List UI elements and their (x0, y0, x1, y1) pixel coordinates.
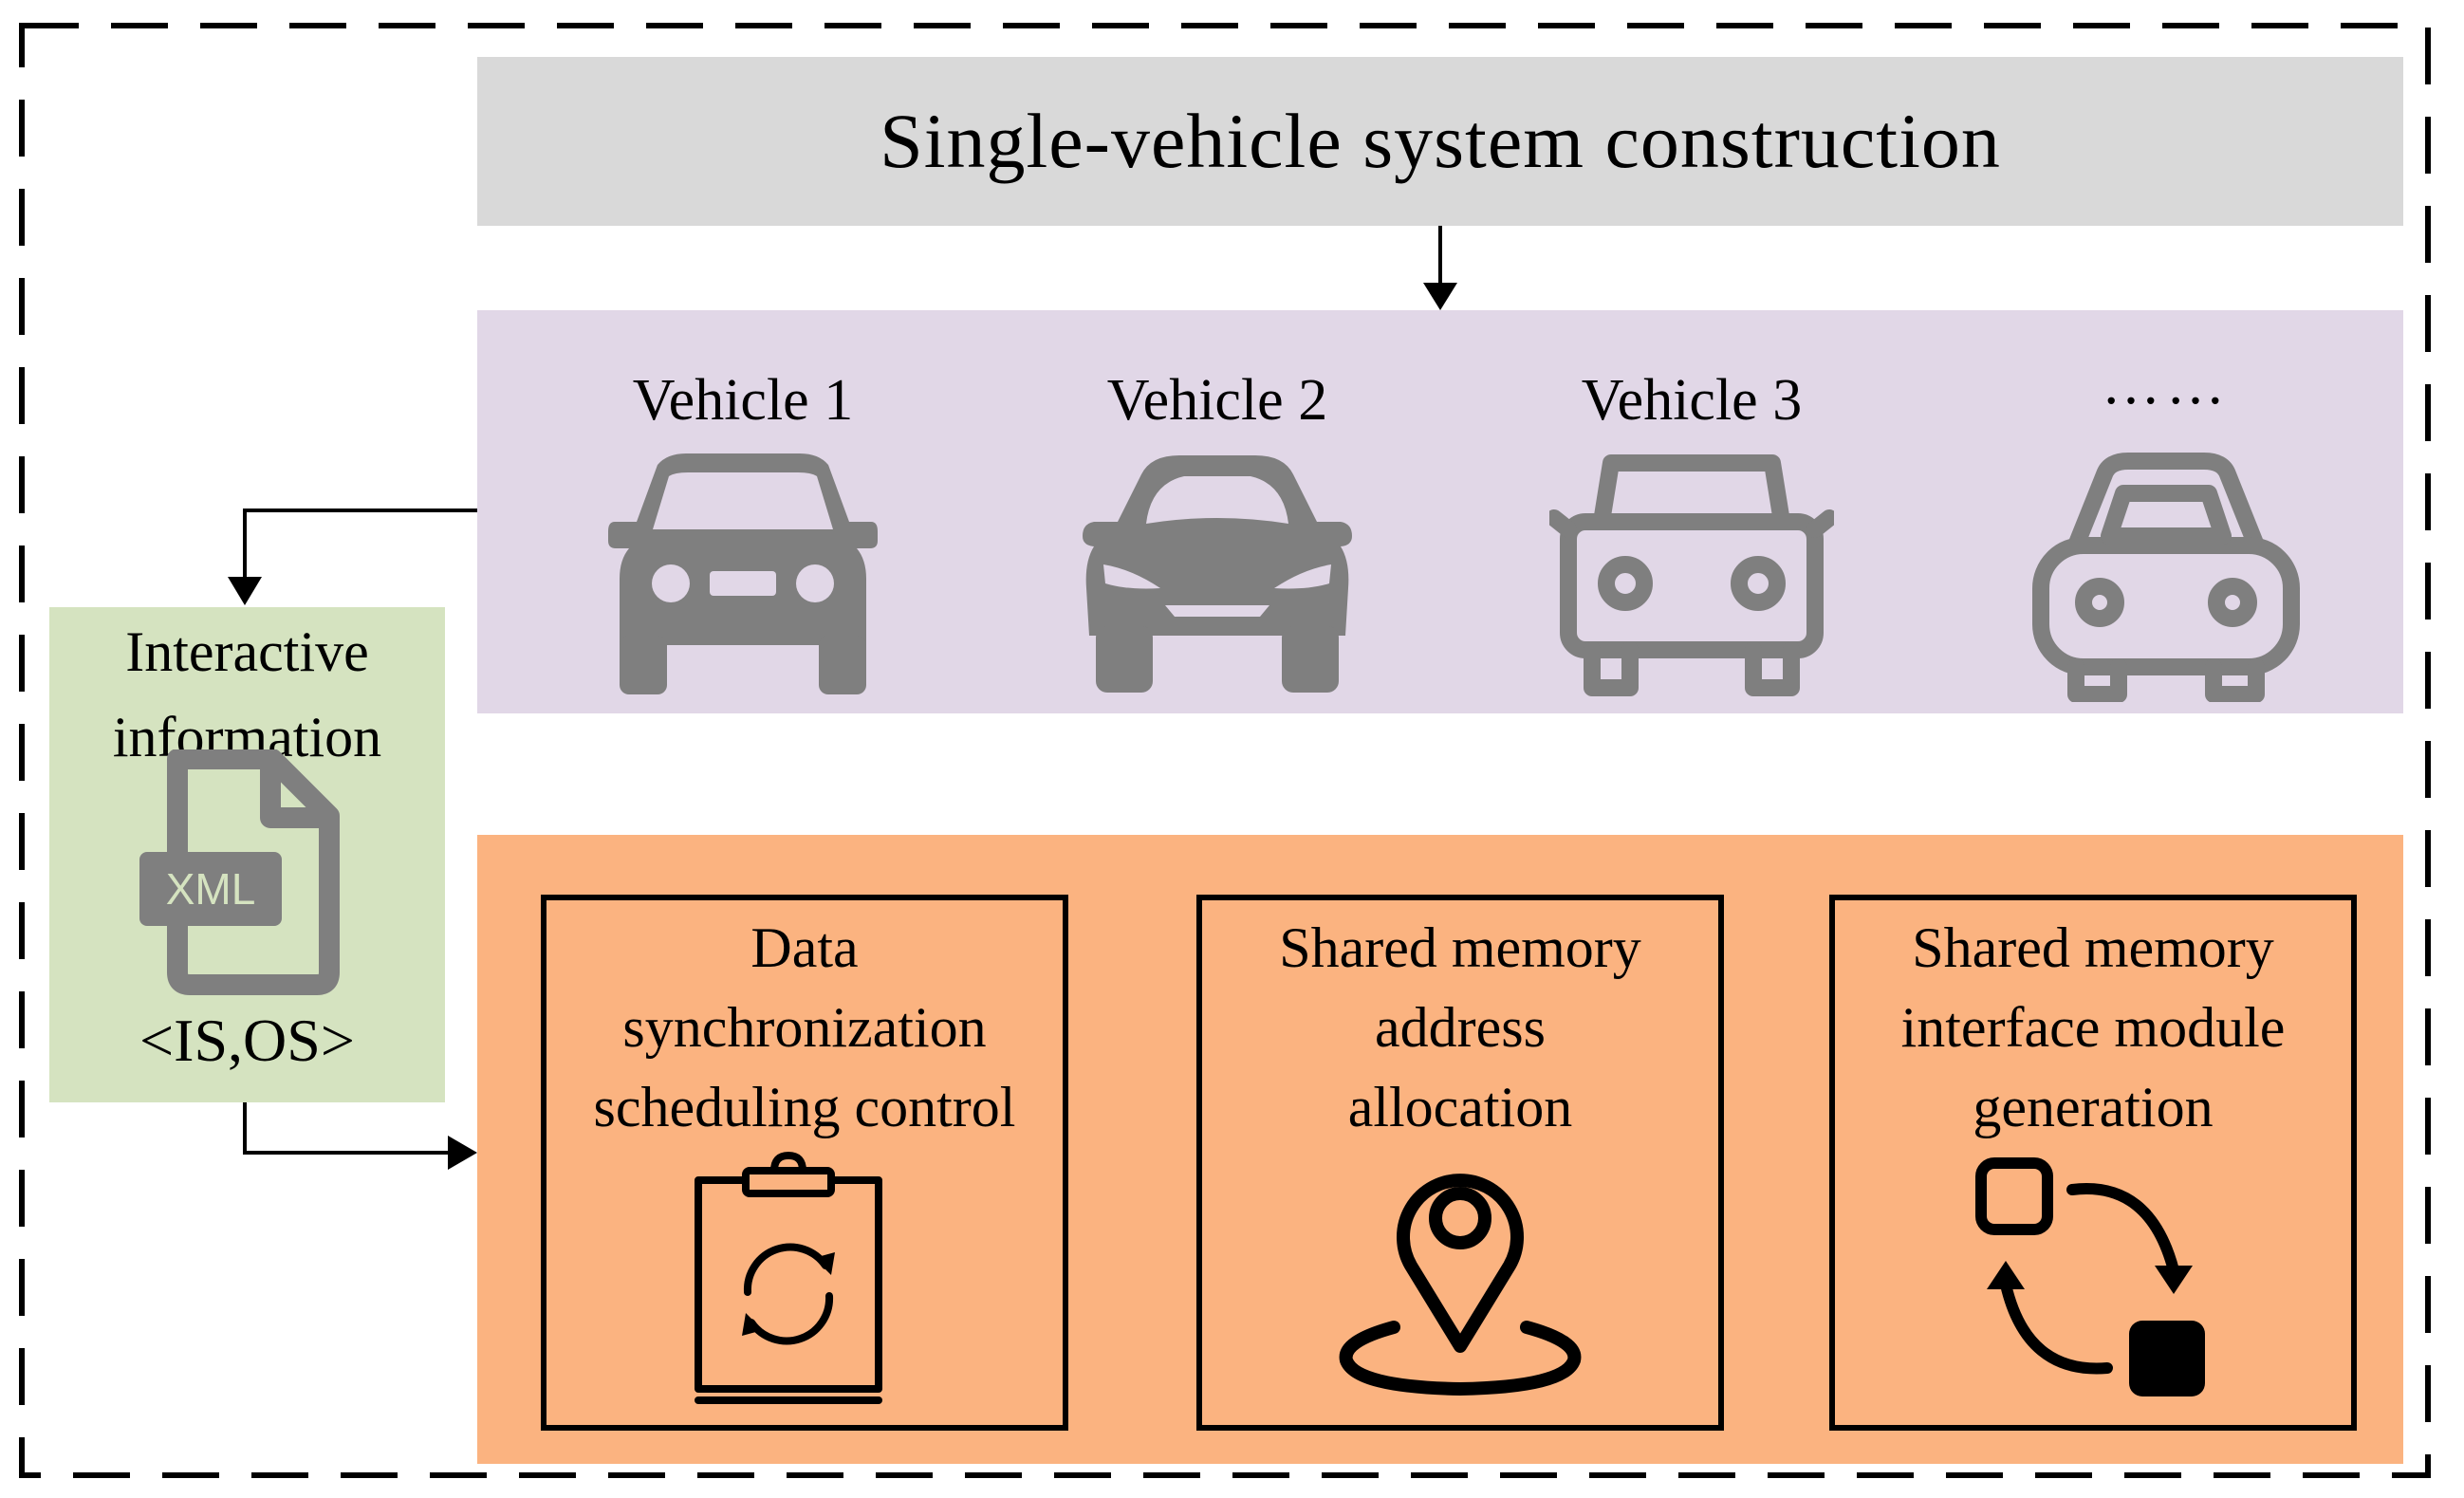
function-title-line: allocation (1347, 1076, 1573, 1138)
vehicle-label-2: Vehicle 2 (1106, 368, 1328, 433)
interactive-information-box: Interactive information XML <IS,OS> (49, 607, 445, 1102)
header-bar: Single-vehicle system construction (477, 57, 2403, 226)
vehicle-label-more: …… (2102, 352, 2231, 416)
arrow-interactive-to-functions (243, 1102, 451, 1155)
dashed-outer-frame (19, 23, 2431, 1478)
vehicle-label-3: Vehicle 3 (1581, 368, 1803, 433)
function-title-line: scheduling control (593, 1076, 1016, 1138)
xml-badge-text: XML (166, 864, 256, 914)
location-pin-icon (1339, 1174, 1582, 1396)
function-title: Data synchronization scheduling control (547, 908, 1063, 1147)
header-title: Single-vehicle system construction (880, 98, 2001, 184)
function-title: Shared memory address allocation (1202, 908, 1718, 1147)
function-title-line: address (1375, 996, 1546, 1059)
interactive-title-line: Interactive (125, 620, 369, 683)
function-band (477, 835, 2403, 1464)
xml-file-icon: XML (139, 749, 340, 995)
function-box-data-sync: Data synchronization scheduling control (541, 895, 1068, 1431)
classic-car-outline-icon (1549, 454, 1834, 696)
function-title-line: Shared memory (1912, 916, 2274, 979)
function-title-line: synchronization (622, 996, 987, 1059)
function-title-line: interface module (1900, 996, 2286, 1059)
interactive-footer: <IS,OS> (139, 1007, 355, 1074)
function-title-line: Data (750, 916, 859, 979)
swap-cycle-icon (1975, 1157, 2205, 1396)
function-box-memory-allocation: Shared memory address allocation (1196, 895, 1724, 1431)
vehicle-label-1: Vehicle 1 (632, 368, 854, 433)
function-title: Shared memory interface module generatio… (1835, 908, 2351, 1147)
clipboard-sync-icon (695, 1152, 882, 1404)
arrow-vehicles-to-interactive (243, 509, 477, 581)
interactive-title: Interactive information (49, 609, 445, 780)
function-box-interface-generation: Shared memory interface module generatio… (1829, 895, 2357, 1431)
car-front-icon (608, 453, 878, 694)
function-title-line: generation (1973, 1076, 2214, 1138)
function-title-line: Shared memory (1279, 916, 1641, 979)
car-outline-icon (2032, 453, 2300, 702)
sports-car-front-icon (1083, 455, 1352, 693)
